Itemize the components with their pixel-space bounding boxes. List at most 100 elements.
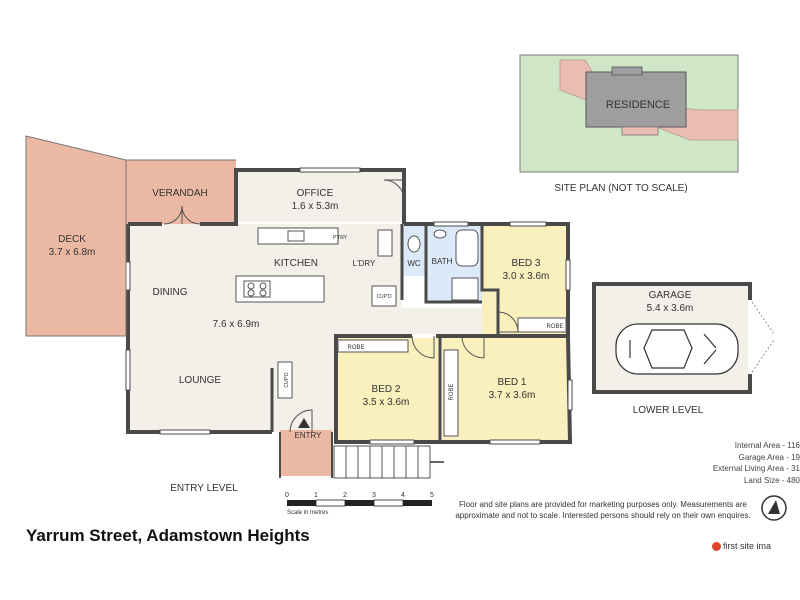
window-lounge-south: [159, 429, 211, 435]
entry-label: ENTRY: [295, 431, 323, 440]
scale-tick-label: 4: [401, 492, 405, 499]
deck-area: [26, 136, 126, 336]
pantry-label: P'TRY: [333, 235, 348, 241]
scale-segment: [373, 499, 404, 507]
cooktop-burner: [247, 282, 255, 290]
site-residence-wing: [611, 66, 643, 76]
bed3-area: [482, 224, 568, 334]
area-external: External Living Area - 31: [712, 464, 800, 473]
living-area: [128, 224, 498, 432]
bed1-label: BED 1: [498, 377, 527, 388]
robe-bed3-label: ROBE: [546, 324, 563, 330]
bed1-size: 3.7 x 3.6m: [489, 390, 536, 401]
laundry-label: L'DRY: [353, 259, 376, 268]
entry-level-label: ENTRY LEVEL: [170, 483, 238, 494]
window-bed1: [489, 439, 541, 445]
office-label: OFFICE: [297, 188, 334, 199]
lower-level-label: LOWER LEVEL: [633, 405, 704, 416]
entry-arrow-icon: [298, 418, 310, 428]
entry-cupboard-label: CUP'D: [284, 372, 290, 388]
bath-label: BATH: [432, 257, 453, 266]
dining-label: DINING: [153, 287, 188, 298]
kitchen-fixtures: [235, 227, 397, 307]
site-plan-caption: SITE PLAN (NOT TO SCALE): [554, 183, 687, 194]
cooktop-burner: [259, 289, 267, 297]
verandah-label: VERANDAH: [152, 188, 208, 199]
bath-fixtures: [407, 229, 479, 301]
garage-label: GARAGE: [649, 290, 692, 301]
bed2-size: 3.5 x 3.6m: [363, 397, 410, 408]
living-size: 7.6 x 6.9m: [213, 319, 260, 330]
laundry-cupboard: [371, 285, 397, 307]
bed3-label: BED 3: [512, 258, 541, 269]
bed2-label: BED 2: [372, 384, 401, 395]
site-residence-deck: [621, 126, 659, 136]
room-labels: DECK 3.7 x 6.8m VERANDAH OFFICE 1.6 x 5.…: [49, 188, 564, 494]
area-internal: Internal Area - 116: [734, 441, 800, 450]
window-office: [299, 167, 361, 173]
window-bed3-east: [565, 259, 571, 291]
scale-segment: [315, 499, 346, 507]
robe-bed2-box: [337, 339, 409, 353]
north-arrow-icon: [761, 495, 787, 521]
robe-bed3-box: [517, 317, 567, 333]
toilet: [407, 235, 421, 253]
scale-segment: [287, 500, 316, 506]
property-address: Yarrum Street, Adamstown Heights: [26, 526, 310, 545]
bed1-door: [461, 337, 485, 359]
scale-tick-label: 3: [372, 492, 376, 499]
shower: [451, 277, 479, 301]
window-bath: [433, 221, 469, 227]
cooktop-burner: [259, 282, 267, 290]
scale-tick-label: 5: [430, 492, 434, 499]
office-door: [383, 179, 405, 201]
brand-name: first site ima: [723, 541, 772, 551]
lounge-label: LOUNGE: [179, 375, 222, 386]
scale-caption: Scale in metres: [287, 510, 329, 516]
robes: [277, 317, 567, 437]
windows: [125, 167, 573, 445]
laundry-tub: [377, 229, 393, 257]
entry-stairs: [298, 418, 444, 479]
area-land: Land Size - 480: [743, 475, 800, 485]
laundry-cupboard-label: CUP'D: [376, 294, 392, 300]
window-bed3: [509, 221, 547, 227]
scale-segment: [403, 500, 432, 506]
verandah-door-right: [181, 205, 201, 225]
scale-segment: [345, 500, 374, 506]
kitchen-label: KITCHEN: [274, 258, 318, 269]
window-dining: [125, 261, 131, 291]
garage: GARAGE 5.4 x 3.6m LOWER LEVEL: [592, 282, 775, 416]
bed1-area: [442, 338, 570, 442]
area-garage: Garage Area - 19: [738, 452, 800, 462]
entry-level-fills: [26, 136, 570, 476]
scale-bar: 0 1 2 3 4 5: [285, 492, 434, 507]
area-summary: Internal Area - 116 Garage Area - 19 Ext…: [640, 440, 800, 486]
scale-tick-label: 2: [343, 492, 347, 499]
garage-size: 5.4 x 3.6m: [647, 303, 694, 314]
cupd-entry-box: [277, 361, 293, 399]
entry-area: [280, 430, 332, 476]
robe-bed2-label: ROBE: [347, 345, 364, 351]
deck-outline: [25, 135, 127, 337]
kitchen-sink: [287, 230, 305, 242]
bathtub: [455, 229, 479, 267]
basin: [433, 229, 447, 239]
bed2-door: [411, 335, 435, 359]
window-bed1-east: [567, 379, 573, 411]
office-area: [238, 170, 404, 222]
wc-label: WC: [407, 259, 421, 268]
bed3-size: 3.0 x 3.6m: [503, 271, 550, 282]
deck-label: DECK: [58, 234, 86, 245]
robe-bed1-label: ROBE: [449, 383, 455, 400]
scale-tick-label: 0: [285, 492, 289, 499]
robe-bed1-box: [443, 349, 459, 437]
car-icon: [615, 323, 739, 375]
site-residence: [585, 71, 687, 128]
entry-door: [289, 409, 313, 433]
garage-door-swing: [751, 301, 775, 373]
disclaimer: Floor and site plans are provided for ma…: [455, 500, 751, 520]
cooktop-burner: [247, 289, 255, 297]
brand-logo: first site ima: [712, 541, 800, 552]
